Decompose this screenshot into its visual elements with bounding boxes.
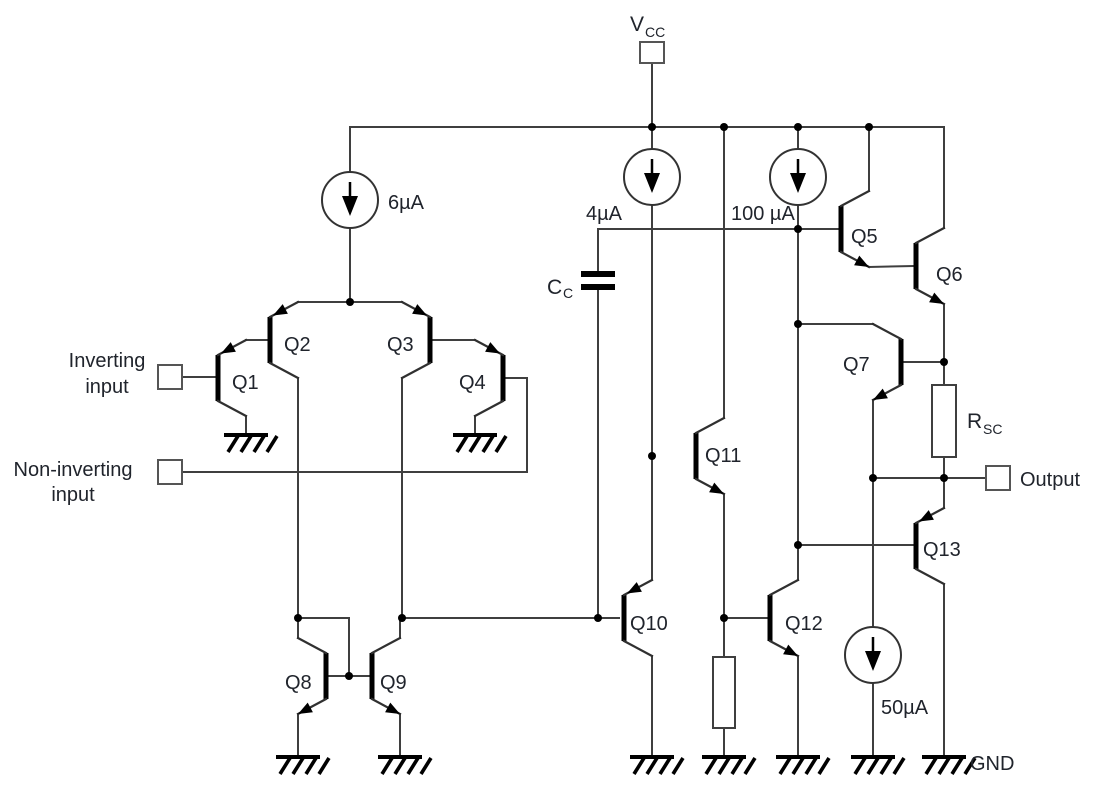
q8-diode-link	[297, 617, 350, 677]
wires	[181, 62, 987, 756]
q2-label: Q2	[284, 334, 311, 356]
q4-label: Q4	[459, 372, 486, 394]
ground-symbol	[376, 755, 433, 776]
q3-label: Q3	[387, 334, 414, 356]
non-inverting-input-terminal	[157, 459, 183, 485]
output-terminal	[985, 465, 1011, 491]
transistor-q7	[871, 322, 905, 402]
non-inverting-input-label-line2: input	[51, 484, 95, 506]
q1-label: Q1	[232, 372, 259, 394]
ground-symbol	[920, 755, 977, 776]
labels: V CC 6µA 4µA 100 µA 50µA C C R SC Q1 Q2 …	[14, 13, 1081, 775]
junction-dots	[294, 123, 948, 680]
current-source-50ua	[843, 625, 903, 685]
non-inverting-input-wire	[181, 377, 528, 473]
q5-label: Q5	[851, 226, 878, 248]
ground-symbol	[274, 755, 331, 776]
cc-label: C	[547, 276, 562, 299]
gnd-label: GND	[970, 753, 1014, 775]
short-circuit-resistor	[931, 384, 957, 458]
current-6ua-label: 6µA	[388, 192, 425, 214]
q5-emitter-to-q6-base	[867, 264, 915, 269]
ground-symbol	[849, 755, 906, 776]
current-4ua-label: 4µA	[586, 203, 623, 225]
rsc-label: R	[967, 410, 982, 433]
inverting-input-terminal	[157, 364, 183, 390]
ground-symbol	[700, 755, 757, 776]
mirror-emitter-wires	[297, 713, 401, 756]
current-50ua-label: 50µA	[881, 697, 929, 719]
compensation-capacitor	[581, 271, 615, 290]
vcc-terminal	[639, 41, 665, 64]
q7-label: Q7	[843, 354, 870, 376]
ground-symbol	[451, 433, 508, 454]
ground-symbol	[628, 755, 685, 776]
q6-label: Q6	[936, 264, 963, 286]
q13-label: Q13	[923, 539, 961, 561]
current-100ua-label: 100 µA	[731, 203, 795, 225]
current-source-6ua	[320, 170, 380, 230]
cc-wires	[597, 228, 839, 619]
q12-label: Q12	[785, 613, 823, 635]
rsc-sub-label: SC	[983, 421, 1002, 437]
current-source-100ua	[768, 147, 828, 207]
q10-label: Q10	[630, 613, 668, 635]
emitter-resistor	[712, 656, 736, 729]
non-inverting-input-label-line1: Non-inverting	[14, 459, 133, 481]
inverting-input-label-line2: input	[85, 376, 129, 398]
current-source-4ua	[622, 147, 682, 207]
inverting-input-label-line1: Inverting	[69, 350, 146, 372]
q8-label: Q8	[285, 672, 312, 694]
vcc-sub-label: CC	[645, 24, 665, 40]
q11-label: Q11	[705, 445, 741, 467]
output-label: Output	[1020, 469, 1080, 491]
ground-symbol	[774, 755, 831, 776]
ground-symbol	[222, 433, 279, 454]
cc-sub-label: C	[563, 285, 573, 301]
q9-label: Q9	[380, 672, 407, 694]
vcc-label: V	[630, 13, 644, 36]
